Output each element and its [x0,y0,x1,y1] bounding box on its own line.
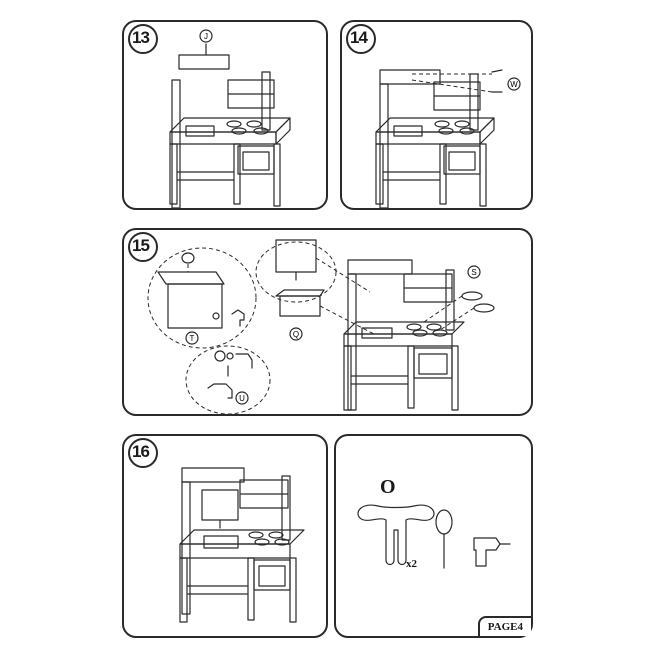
kitchen-illustration-15: T U Q [147,239,495,415]
step-13-panel: J [122,20,328,210]
step-15-badge [128,232,158,262]
step-15-number: 15 [132,236,150,255]
tools-panel: O x2 PAGE4 [334,434,533,638]
step-16-panel [122,434,328,638]
persons-count: x2 [406,558,417,570]
kitchen-illustration-14: W [375,69,521,209]
part-label-u: U [239,394,245,403]
step-14-number: 14 [350,28,368,47]
kitchen-illustration-13: J [169,29,291,209]
step-14-panel: W [340,20,533,210]
part-label-s: S [471,268,476,277]
step-13-badge [128,24,158,54]
part-label-w: W [510,80,518,89]
person-icon [357,504,435,566]
step-15-panel: T U Q [122,228,533,416]
page-label: PAGE4 [477,616,531,636]
power-drill-icon [473,537,511,567]
screwdriver-icon [435,509,453,569]
part-label-t: T [190,334,195,343]
step-14-badge [346,24,376,54]
part-label-q: Q [293,330,299,339]
part-label-j: J [204,32,208,41]
persons-marker: O [380,476,396,498]
step-16-number: 16 [132,442,150,461]
step-16-badge [128,438,158,468]
kitchen-illustration-16 [179,467,305,623]
step-13-number: 13 [132,28,150,47]
